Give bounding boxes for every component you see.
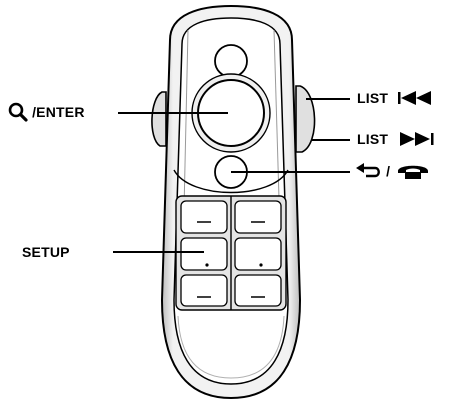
key-3[interactable] [180,237,228,271]
key-5[interactable] [180,274,228,307]
key-6[interactable] [234,274,282,307]
key-1[interactable] [180,200,228,234]
keypad-keys [180,200,282,307]
back-phone-separator: / [386,163,391,180]
skip-next-icon [400,132,434,147]
callout-setup: SETUP [22,243,70,260]
callout-enter: /ENTER [8,102,85,122]
back-arrow-icon [356,163,380,178]
search-icon [8,102,28,122]
enter-label: /ENTER [32,104,85,120]
key-4[interactable] [234,237,282,271]
skip-previous-icon [398,91,432,106]
right-side-wheel[interactable] [295,85,316,153]
callout-list-prev: LIST [357,89,436,106]
list-prev-label: LIST [357,90,389,107]
list-next-label: LIST [357,131,389,148]
left-side-wheel[interactable] [151,91,167,147]
callout-list-next: LIST [357,130,438,147]
top-button[interactable] [214,44,248,78]
phone-hangup-icon [398,166,429,180]
setup-label: SETUP [22,244,70,261]
key-2[interactable] [234,200,282,234]
callout-back-phone: / [356,162,430,180]
